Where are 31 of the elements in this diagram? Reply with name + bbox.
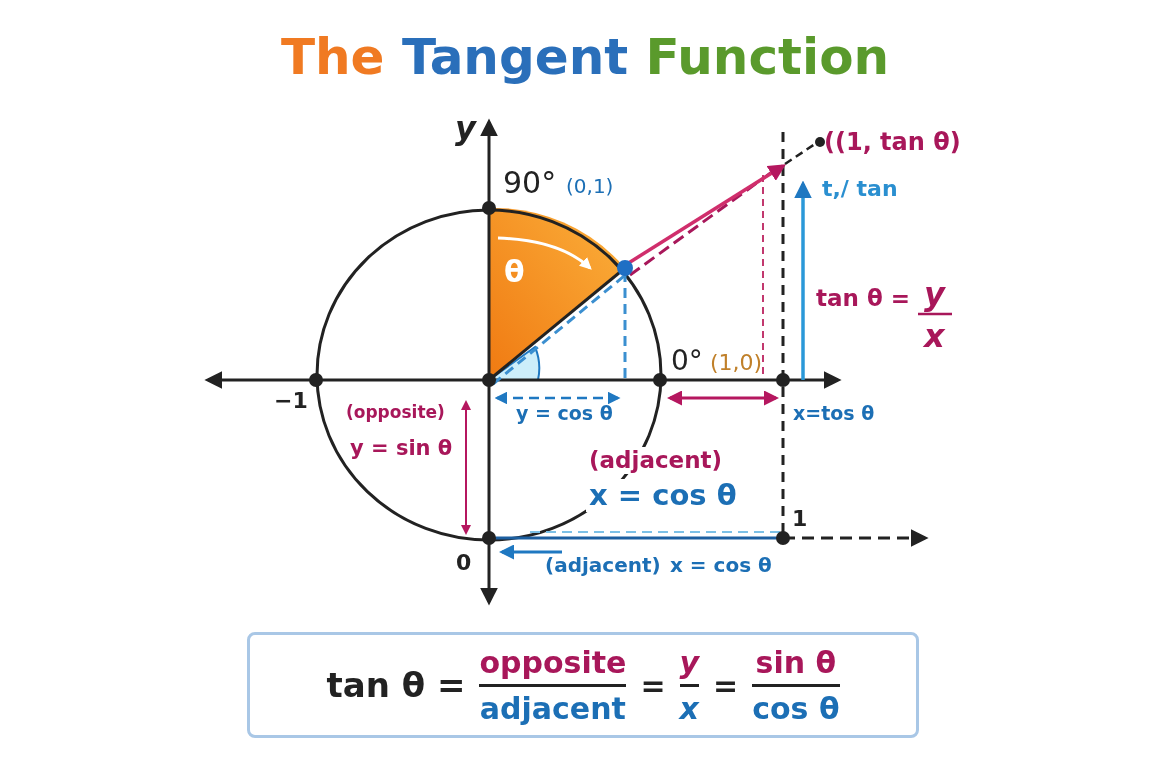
angle-label: 0° — [671, 347, 703, 375]
formula-text: x=tos θ — [793, 404, 875, 423]
formula-text: x = cos θ — [670, 555, 772, 575]
formula-text: y = cos θ — [516, 404, 613, 423]
title: The Tangent Function — [279, 28, 891, 86]
formula-text: tan θ = — [326, 665, 466, 705]
axis-label: y — [455, 112, 476, 144]
formula-text: y = sin θ — [350, 438, 453, 459]
fraction-numerator: opposite — [479, 644, 627, 680]
fraction-denominator: x — [679, 690, 699, 726]
fraction-denominator: x — [924, 320, 945, 352]
coordinate-label: (0,1) — [566, 176, 614, 196]
side-name: (adjacent) — [545, 555, 661, 575]
coordinate-label: (1,0) — [710, 352, 763, 374]
side-name: (opposite) — [346, 404, 445, 421]
formula-text: tan θ = — [816, 287, 910, 310]
fraction-numerator: y — [924, 278, 945, 310]
fraction-numerator: sin θ — [755, 644, 837, 680]
axis-tick-label: 1 — [792, 508, 808, 530]
formula-text: = — [640, 667, 666, 703]
angle-symbol: θ — [504, 257, 525, 287]
axis-tick-label: −1 — [274, 390, 308, 412]
coordinate-label: ((1, tan θ) — [824, 130, 961, 154]
axis-tick-label: 0 — [456, 552, 472, 574]
angle-label: 90° — [503, 168, 557, 198]
fraction-numerator: y — [679, 644, 700, 680]
formula-box — [247, 632, 919, 738]
fraction-denominator: cos θ — [752, 690, 840, 726]
formula-text: = — [713, 667, 739, 703]
fraction-denominator: adjacent — [479, 690, 626, 726]
annotation-text: t,/ tan — [822, 178, 898, 200]
